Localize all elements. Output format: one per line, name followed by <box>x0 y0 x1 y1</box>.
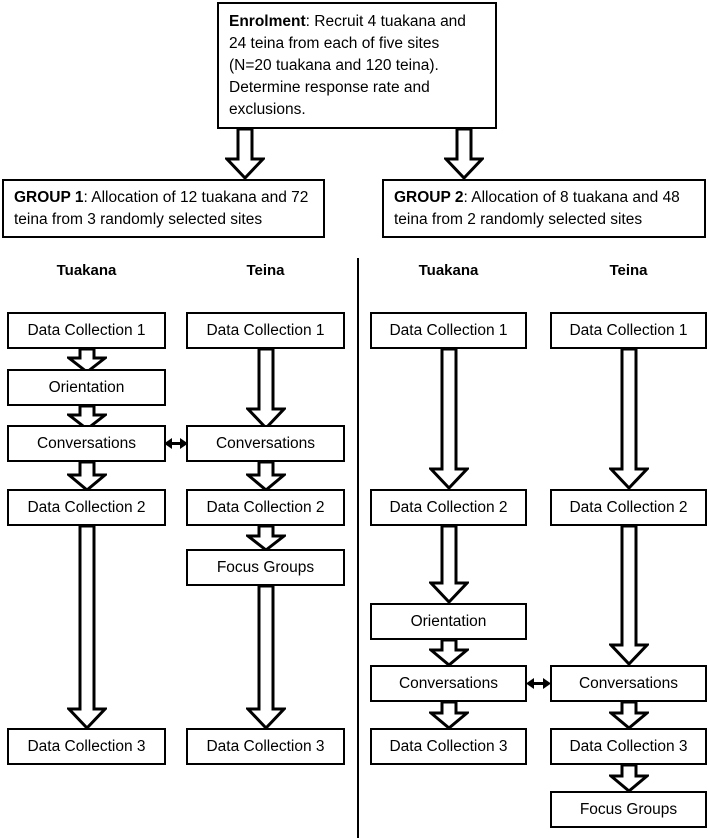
enrolment-box: Enrolment: Recruit 4 tuakana and 24 tein… <box>217 2 497 129</box>
g1-teina-focus-groups: Focus Groups <box>186 549 345 586</box>
g2-tuakana-conversations: Conversations <box>370 665 527 702</box>
arrow-g2-teina-conversations-to-dc3 <box>609 702 649 730</box>
g2-tuakana-data-collection-2: Data Collection 2 <box>370 489 527 526</box>
arrow-g1-tuakana-dc1-to-orientation <box>67 349 107 374</box>
arrow-g2-teina-dc1-to-dc2 <box>609 349 649 490</box>
g2-tuakana-orientation: Orientation <box>370 603 527 640</box>
arrow-g1-tuakana-dc2-to-dc3 <box>67 526 107 730</box>
g1-tuakana-data-collection-3: Data Collection 3 <box>7 728 166 765</box>
arrow-g2-tuakana-dc1-to-dc2 <box>429 349 469 490</box>
arrow-g1-teina-dc2-to-focus-groups <box>246 526 286 552</box>
g1-teina-data-collection-1: Data Collection 1 <box>186 312 345 349</box>
arrow-g1-tuakana-orientation-to-conversations <box>67 406 107 431</box>
g1-tuakana-data-collection-1: Data Collection 1 <box>7 312 166 349</box>
arrow-enrolment-to-group2 <box>444 129 484 180</box>
g1-teina-data-collection-3: Data Collection 3 <box>186 728 345 765</box>
arrow-g1-teina-conversations-to-dc2 <box>246 462 286 492</box>
arrow-g2-tuakana-conversations-to-dc3 <box>429 702 469 730</box>
header-group1-teina: Teina <box>246 262 285 279</box>
g1-tuakana-conversations: Conversations <box>7 425 166 462</box>
group2-text: : Allocation of 8 tuakana and 48 teina f… <box>394 188 680 228</box>
enrolment-label: Enrolment <box>229 12 306 30</box>
g2-conversations-link-arrow <box>526 674 551 693</box>
arrow-g2-tuakana-dc2-to-orientation <box>429 526 469 604</box>
g1-tuakana-orientation: Orientation <box>7 369 166 406</box>
group1-box: GROUP 1: Allocation of 12 tuakana and 72… <box>2 179 325 238</box>
g2-teina-data-collection-3: Data Collection 3 <box>550 728 707 765</box>
arrow-g2-teina-dc2-to-conversations <box>609 526 649 666</box>
arrow-g1-teina-dc1-to-conversations <box>246 349 286 430</box>
g1-conversations-link-arrow <box>164 434 188 453</box>
arrow-g2-tuakana-orientation-to-conversations <box>429 640 469 667</box>
g2-teina-conversations: Conversations <box>550 665 707 702</box>
group1-label: GROUP 1 <box>14 188 84 206</box>
enrolment-text: : Recruit 4 tuakana and 24 teina from ea… <box>229 12 466 118</box>
g2-teina-data-collection-2: Data Collection 2 <box>550 489 707 526</box>
group2-box: GROUP 2: Allocation of 8 tuakana and 48 … <box>382 179 706 238</box>
g1-teina-data-collection-2: Data Collection 2 <box>186 489 345 526</box>
group-divider <box>357 258 359 838</box>
g2-tuakana-data-collection-3: Data Collection 3 <box>370 728 527 765</box>
g2-tuakana-data-collection-1: Data Collection 1 <box>370 312 527 349</box>
header-group1-tuakana: Tuakana <box>56 262 117 279</box>
group2-label: GROUP 2 <box>394 188 464 206</box>
arrow-g2-teina-dc3-to-focus-groups <box>609 765 649 793</box>
arrow-enrolment-to-group1 <box>225 129 265 180</box>
g1-tuakana-data-collection-2: Data Collection 2 <box>7 489 166 526</box>
group1-text: : Allocation of 12 tuakana and 72 teina … <box>14 188 309 228</box>
g1-teina-conversations: Conversations <box>186 425 345 462</box>
g2-teina-focus-groups: Focus Groups <box>550 791 707 828</box>
arrow-g1-tuakana-conversations-to-dc2 <box>67 462 107 492</box>
header-group2-tuakana: Tuakana <box>418 262 479 279</box>
header-group2-teina: Teina <box>609 262 648 279</box>
arrow-g1-teina-focus-groups-to-dc3 <box>246 586 286 730</box>
g2-teina-data-collection-1: Data Collection 1 <box>550 312 707 349</box>
